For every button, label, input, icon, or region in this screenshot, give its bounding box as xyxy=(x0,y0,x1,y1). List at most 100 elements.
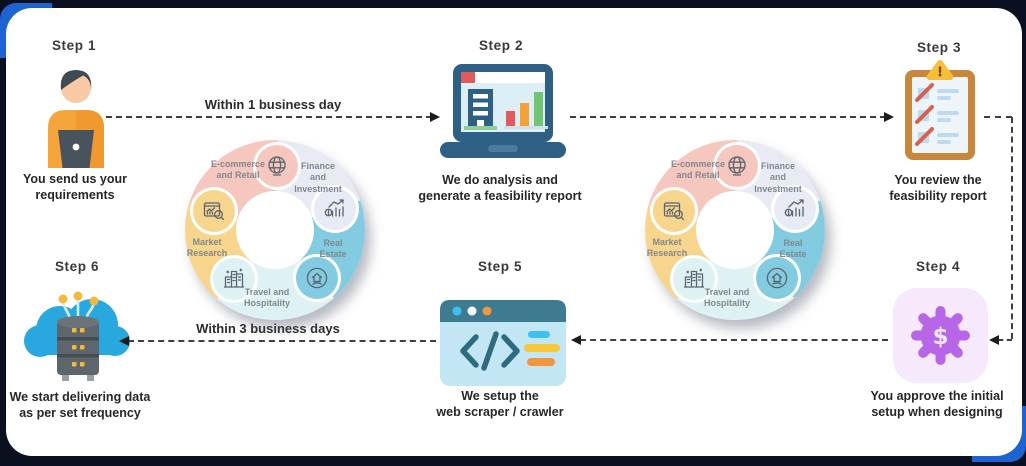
label-line: Market xyxy=(192,237,222,247)
caption-line: You approve the initial xyxy=(870,389,1004,403)
caption-line: generate a feasibility report xyxy=(418,189,582,203)
arrowhead-right-icon xyxy=(430,112,440,122)
wheel-label-market: Market Research xyxy=(167,237,247,260)
code-browser-icon xyxy=(440,300,566,386)
wheel-label-travel: Travel and Hospitality xyxy=(227,287,307,310)
label-line: Investment xyxy=(754,183,802,194)
real-estate-icon xyxy=(764,265,790,291)
wheel-label-ecommerce: E-commerce and Retail xyxy=(198,159,278,182)
connector-3-4-line-side xyxy=(1011,117,1013,339)
wheel-label-realestate: Real Estate xyxy=(753,238,833,261)
step-2-title: Step 2 xyxy=(478,38,524,53)
connector-3-4-line-bottom xyxy=(998,339,1012,341)
label-line: Hospitality xyxy=(243,298,290,309)
cloud-server-icon xyxy=(24,291,130,381)
laptop-analysis-icon xyxy=(440,64,566,158)
finance-growth-icon xyxy=(322,196,348,222)
step-6-caption: We start delivering data as per set freq… xyxy=(0,389,200,421)
wheel-node-travel xyxy=(673,258,715,300)
real-estate-icon xyxy=(304,265,330,291)
hotel-buildings-icon xyxy=(681,266,707,292)
label-line: Research xyxy=(186,248,228,259)
industry-wheel-left: E-commerce and Retail Finance and Invest… xyxy=(185,140,365,320)
label-line: Finance xyxy=(760,161,795,171)
label-line: and Retail xyxy=(216,170,260,181)
industry-wheel-right: E-commerce and Retail Finance and Invest… xyxy=(645,140,825,320)
connector-5-6-label: Within 3 business days xyxy=(196,321,340,336)
finance-growth-icon xyxy=(782,196,808,222)
caption-line: We start delivering data xyxy=(9,390,151,404)
person-laptop-icon xyxy=(48,70,104,168)
label-line: Real xyxy=(323,238,343,248)
arrowhead-left-icon xyxy=(571,335,581,345)
label-line: Travel and xyxy=(704,287,750,297)
caption-line: requirements xyxy=(35,188,115,202)
hotel-buildings-icon xyxy=(221,266,247,292)
step-4-title: Step 4 xyxy=(915,259,961,274)
step-4-caption: You approve the initial setup when desig… xyxy=(817,388,1026,420)
connector-1-2-label: Within 1 business day xyxy=(204,97,342,112)
step-5-title: Step 5 xyxy=(477,259,523,274)
connector-4-5-line xyxy=(580,339,888,341)
arrowhead-left-icon xyxy=(119,336,129,346)
wheel-node-finance xyxy=(774,188,816,230)
clipboard-checklist-icon xyxy=(905,60,975,160)
wheel-hole xyxy=(696,191,774,269)
arrowhead-left-icon xyxy=(989,335,999,345)
label-line: and xyxy=(769,172,786,183)
caption-line: as per set frequency xyxy=(19,406,141,420)
wheel-hole xyxy=(236,191,314,269)
connector-1-2-line xyxy=(106,116,432,118)
caption-line: We setup the xyxy=(461,389,539,403)
step-3-caption: You review the feasibility report xyxy=(818,172,1026,204)
label-line: Estate xyxy=(319,249,347,260)
wheel-node-finance xyxy=(314,188,356,230)
connector-5-6-line xyxy=(128,340,436,342)
connector-2-3-line xyxy=(570,116,886,118)
caption-line: setup when designing xyxy=(871,405,1003,419)
caption-line: web scraper / crawler xyxy=(436,405,564,419)
wheel-node-market xyxy=(193,190,235,232)
wheel-node-realestate xyxy=(296,257,338,299)
caption-line: You send us your xyxy=(23,172,127,186)
wheel-node-market xyxy=(653,190,695,232)
arrowhead-right-icon xyxy=(884,112,894,122)
connector-3-4-line-top xyxy=(984,116,1012,118)
wheel-node-ecommerce xyxy=(256,145,298,187)
label-line: E-commerce xyxy=(210,159,266,169)
wheel-node-travel xyxy=(213,258,255,300)
wheel-label-travel: Travel and Hospitality xyxy=(687,287,767,310)
gear-dollar-icon: $ xyxy=(911,306,970,365)
step-3-title: Step 3 xyxy=(916,40,962,55)
wheel-label-finance: Finance and Investment xyxy=(278,161,358,195)
step-1-caption: You send us your requirements xyxy=(0,171,195,203)
wheel-label-ecommerce: E-commerce and Retail xyxy=(658,159,738,182)
gear-dollar-tile: $ xyxy=(893,288,988,383)
label-line: Hospitality xyxy=(703,298,750,309)
label-line: and xyxy=(309,172,326,183)
label-line: Real xyxy=(783,238,803,248)
caption-line: We do analysis and xyxy=(442,173,558,187)
caption-line: feasibility report xyxy=(889,189,987,203)
globe-commerce-icon xyxy=(724,153,750,179)
label-line: Travel and xyxy=(244,287,290,297)
market-research-icon xyxy=(201,198,227,224)
globe-commerce-icon xyxy=(264,153,290,179)
label-line: Finance xyxy=(300,161,335,171)
wheel-label-realestate: Real Estate xyxy=(293,238,373,261)
wheel-label-finance: Finance and Investment xyxy=(738,161,818,195)
step-1-title: Step 1 xyxy=(51,38,97,53)
step-5-caption: We setup the web scraper / crawler xyxy=(380,388,620,420)
label-line: Research xyxy=(646,248,688,259)
label-line: Investment xyxy=(294,183,342,194)
label-line: Estate xyxy=(779,249,807,260)
svg-text:$: $ xyxy=(932,324,948,350)
wheel-node-realestate xyxy=(756,257,798,299)
step-6-title: Step 6 xyxy=(54,259,100,274)
caption-line: You review the xyxy=(894,173,982,187)
label-line: E-commerce xyxy=(670,159,726,169)
label-line: and Retail xyxy=(676,170,720,181)
label-line: Market xyxy=(652,237,682,247)
wheel-label-market: Market Research xyxy=(627,237,707,260)
